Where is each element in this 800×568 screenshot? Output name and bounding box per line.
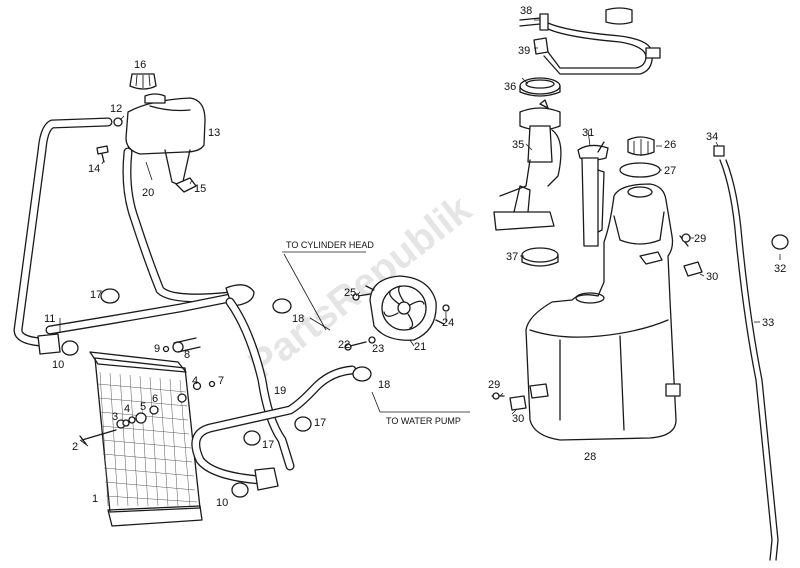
note-water-pump: TO WATER PUMP [386,416,461,426]
callout-7: 7 [218,375,224,387]
callout-1: 1 [92,493,98,505]
callout-20: 20 [142,187,154,199]
callout-4: 4 [192,375,198,387]
callout-3: 3 [112,411,118,423]
screw [96,145,109,163]
callout-32: 32 [774,263,786,275]
callout-4: 4 [124,403,130,415]
washers-and-fittings [122,337,216,427]
callout-11: 11 [44,313,55,325]
callout-13: 13 [208,127,220,139]
callout-18: 18 [292,313,304,325]
callout-27: 27 [664,165,676,177]
callout-12: 12 [110,103,122,115]
callout-33: 33 [762,317,774,329]
callout-29: 29 [694,233,706,245]
callout-8: 8 [184,349,190,361]
callout-24: 24 [442,317,454,329]
callout-31: 31 [582,127,594,139]
hose-clamp-32 [771,234,789,250]
callout-18: 18 [378,379,390,391]
callout-30: 30 [706,271,718,283]
callout-25: 25 [344,287,356,299]
direction-notes: TO CYLINDER HEAD TO WATER PUMP [282,240,470,426]
callout-17: 17 [90,289,102,301]
fuel-lines [519,7,661,75]
callout-17: 17 [314,417,326,429]
fuel-pump-seal [521,247,559,267]
callout-10: 10 [52,359,64,371]
callout-15: 15 [194,183,206,195]
callout-9: 9 [154,343,160,355]
fuel-pump-ring [519,77,561,97]
callout-16: 16 [134,59,146,71]
callout-39: 39 [518,45,530,57]
tank-clips [509,261,703,411]
callout-10: 10 [216,497,228,509]
callout-35: 35 [512,139,524,151]
callout-6: 6 [152,393,158,405]
fuel-level-sensor [577,141,609,247]
note-cylinder-head: TO CYLINDER HEAD [286,240,374,250]
callout-28: 28 [584,451,596,463]
callout-37: 37 [506,251,518,263]
callout-numbers: 1 2 3 4 5 6 4 7 8 9 10 10 11 12 13 14 15… [44,5,786,509]
callout-2: 2 [72,441,78,453]
callout-38: 38 [520,5,532,17]
fuel-pump [493,99,562,231]
fuel-cap [627,136,655,156]
expansion-tank [125,93,206,193]
hoses [13,117,357,491]
radiator [89,351,203,527]
breather-hose [713,145,779,561]
callout-21: 21 [414,341,426,353]
callout-26: 26 [664,139,676,151]
callout-19: 19 [274,385,286,397]
callout-23: 23 [372,343,384,355]
hose-clamps [61,288,372,498]
leader-lines [59,19,781,447]
callout-5: 5 [140,401,146,413]
fuel-tank [525,183,681,441]
callout-29: 29 [488,379,500,391]
callout-36: 36 [504,81,516,93]
expansion-tank-cap [129,73,157,90]
callout-14: 14 [88,163,100,175]
callout-34: 34 [706,131,718,143]
fuel-cap-gasket [619,162,661,178]
callout-22: 22 [338,339,350,351]
callout-17: 17 [262,439,274,451]
fan-screws [344,293,450,351]
watermark: PartsRepublik [240,186,480,387]
callout-30: 30 [512,413,524,425]
bolt [79,429,117,445]
cooling-fan [365,275,445,341]
